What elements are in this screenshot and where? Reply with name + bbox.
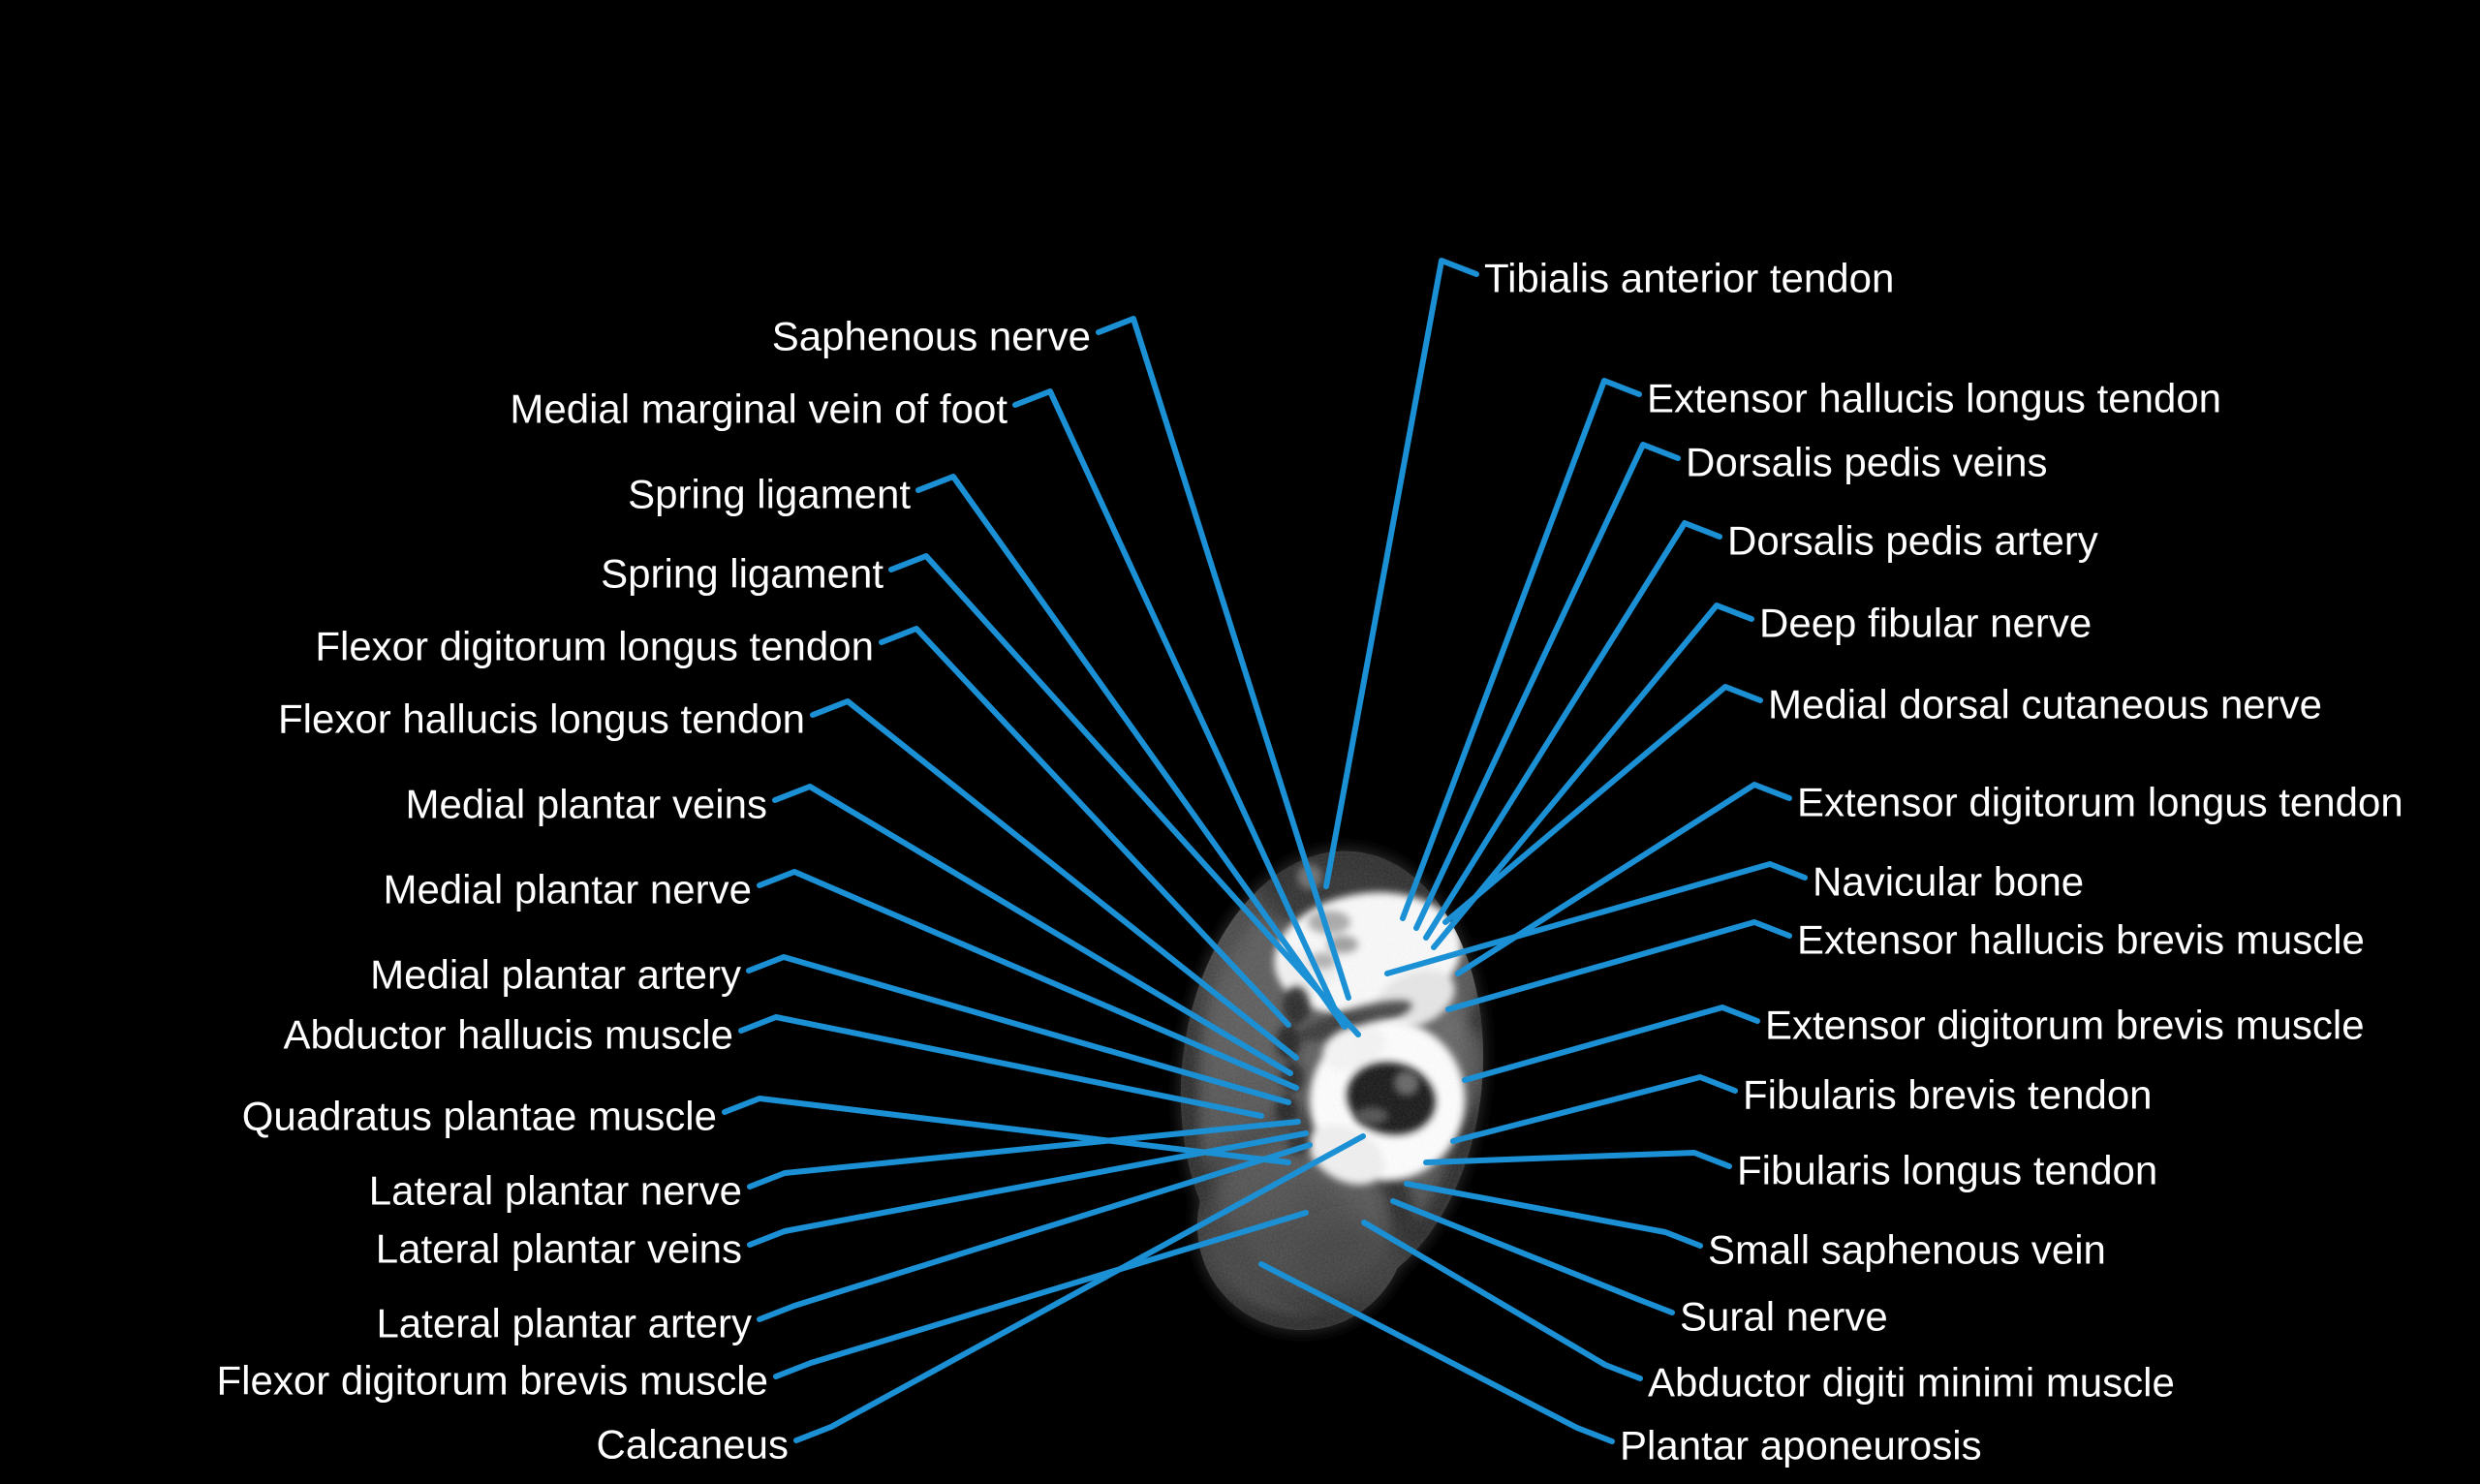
leader-lines-layer (722, 258, 1808, 1444)
ct-axial-foot-image (1159, 836, 1505, 1333)
label-flexor-digitorum-longus-tendon: Flexor digitorum longus tendon (315, 624, 874, 669)
leader-line-fibularis-longus-tendon (1423, 1150, 1732, 1169)
label-deep-fibular-nerve: Deep fibular nerve (1759, 601, 2092, 646)
leader-line-spring-ligament-2 (888, 553, 1361, 1037)
label-medial-marginal-vein-of-foot: Medial marginal vein of foot (510, 386, 1008, 432)
label-lateral-plantar-artery: Lateral plantar artery (376, 1301, 752, 1346)
label-plantar-aponeurosis: Plantar aponeurosis (1620, 1423, 1982, 1469)
label-sural-nerve: Sural nerve (1680, 1294, 1888, 1340)
leader-line-flexor-hallucis-longus-tendon (810, 698, 1299, 1061)
leader-line-deep-fibular-nerve (1431, 603, 1754, 950)
label-dorsalis-pedis-artery: Dorsalis pedis artery (1727, 518, 2098, 564)
leader-line-dorsalis-pedis-artery (1423, 520, 1722, 941)
leader-line-medial-dorsal-cutaneous-nerve (1442, 684, 1763, 925)
leader-line-lateral-plantar-nerve (747, 1119, 1301, 1190)
label-medial-plantar-veins: Medial plantar veins (405, 782, 767, 827)
leader-line-lateral-plantar-artery (757, 1142, 1313, 1322)
leader-line-plantar-aponeurosis (1258, 1261, 1615, 1444)
label-medial-dorsal-cutaneous-nerve: Medial dorsal cutaneous nerve (1768, 682, 2322, 727)
label-navicular-bone: Navicular bone (1813, 859, 2084, 905)
leader-line-flexor-digitorum-longus-tendon (879, 626, 1291, 1028)
label-abductor-hallucis-muscle: Abductor hallucis muscle (283, 1012, 733, 1058)
label-abductor-digiti-minimi-muscle: Abductor digiti minimi muscle (1648, 1360, 2175, 1406)
label-extensor-digitorum-brevis-muscle: Extensor digitorum brevis muscle (1765, 1003, 2365, 1048)
label-medial-plantar-artery: Medial plantar artery (370, 952, 741, 998)
leader-line-navicular-bone (1384, 861, 1808, 976)
leader-line-spring-ligament-1 (915, 474, 1348, 1030)
label-small-saphenous-vein: Small saphenous vein (1708, 1227, 2106, 1273)
leader-line-lateral-plantar-veins (747, 1130, 1309, 1248)
label-medial-plantar-nerve: Medial plantar nerve (383, 867, 752, 912)
leader-line-medial-plantar-nerve (757, 869, 1299, 1091)
leader-line-fibularis-brevis-tendon (1450, 1074, 1738, 1144)
leader-line-extensor-digitorum-longus-tendon (1455, 782, 1792, 976)
label-lateral-plantar-nerve: Lateral plantar nerve (369, 1168, 742, 1214)
leader-line-medial-plantar-veins (772, 784, 1293, 1076)
leader-line-medial-plantar-artery (746, 954, 1291, 1105)
leader-line-dorsalis-pedis-veins (1413, 442, 1681, 931)
leader-line-abductor-digiti-minimi-muscle (1361, 1220, 1643, 1381)
label-fibularis-brevis-tendon: Fibularis brevis tendon (1743, 1072, 2153, 1118)
label-extensor-hallucis-brevis-muscle: Extensor hallucis brevis muscle (1797, 917, 2365, 963)
label-flexor-digitorum-brevis-muscle: Flexor digitorum brevis muscle (216, 1358, 768, 1404)
leader-line-saphenous-nerve (1096, 316, 1351, 1001)
leader-line-sural-nerve (1390, 1198, 1675, 1315)
label-dorsalis-pedis-veins: Dorsalis pedis veins (1686, 440, 2048, 485)
label-spring-ligament-1: Spring ligament (628, 472, 911, 517)
label-extensor-digitorum-longus-tendon: Extensor digitorum longus tendon (1797, 780, 2403, 825)
label-fibularis-longus-tendon: Fibularis longus tendon (1737, 1148, 2157, 1193)
label-spring-ligament-2: Spring ligament (601, 551, 884, 597)
leader-line-extensor-hallucis-longus-tendon (1400, 378, 1642, 921)
leader-line-tibialis-anterior-tendon (1323, 258, 1479, 889)
leader-line-abductor-hallucis-muscle (738, 1014, 1264, 1119)
leader-line-flexor-digitorum-brevis-muscle (773, 1210, 1309, 1379)
label-calcaneus: Calcaneus (597, 1422, 789, 1468)
leader-line-extensor-hallucis-brevis-muscle (1445, 919, 1792, 1012)
label-extensor-hallucis-longus-tendon: Extensor hallucis longus tendon (1647, 376, 2221, 421)
label-saphenous-nerve: Saphenous nerve (772, 314, 1091, 359)
leader-line-extensor-digitorum-brevis-muscle (1462, 1005, 1760, 1083)
label-quadratus-plantae-muscle: Quadratus plantae muscle (242, 1094, 717, 1139)
label-lateral-plantar-veins: Lateral plantar veins (376, 1226, 742, 1272)
label-tibialis-anterior-tendon: Tibialis anterior tendon (1484, 256, 1894, 301)
leader-line-small-saphenous-vein (1404, 1181, 1703, 1249)
leader-line-calcaneus (793, 1133, 1366, 1443)
leader-line-medial-marginal-vein-of-foot (1012, 388, 1338, 1012)
label-flexor-hallucis-longus-tendon: Flexor hallucis longus tendon (278, 696, 805, 742)
